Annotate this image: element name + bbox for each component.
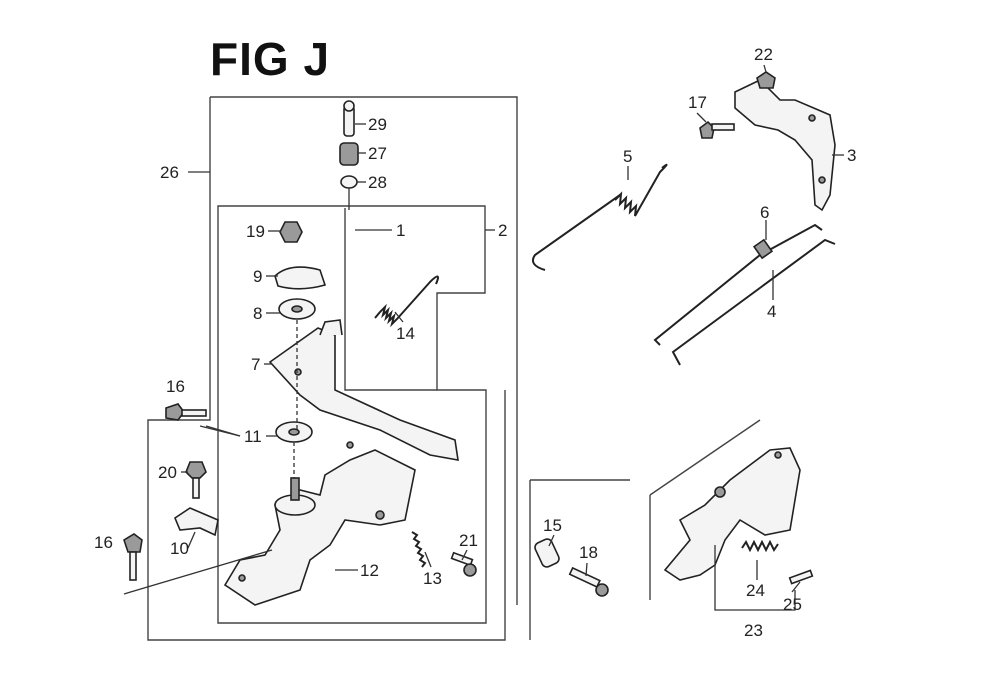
callout-8: 8 bbox=[253, 304, 262, 323]
part-22-nut bbox=[756, 71, 776, 89]
callout-7: 7 bbox=[251, 355, 260, 374]
callout-22: 22 bbox=[754, 45, 773, 64]
group-box-23 bbox=[649, 419, 761, 600]
callout-28: 28 bbox=[368, 173, 387, 192]
callout-26: 26 bbox=[160, 163, 179, 182]
callout-10: 10 bbox=[170, 539, 189, 558]
callout-1: 1 bbox=[396, 221, 405, 240]
part-23-assembly bbox=[663, 447, 801, 581]
callout-3: 3 bbox=[847, 146, 856, 165]
part-11-grommet bbox=[275, 421, 313, 443]
part-13-spring bbox=[411, 531, 427, 568]
callout-15: 15 bbox=[543, 516, 562, 535]
part-16-bolt-upper bbox=[165, 403, 207, 421]
callout-2: 2 bbox=[498, 221, 507, 240]
group-box-15-18 bbox=[529, 479, 630, 640]
callout-17: 17 bbox=[688, 93, 707, 112]
part-20-screw bbox=[185, 461, 207, 499]
callout-23: 23 bbox=[744, 621, 763, 640]
callout-27: 27 bbox=[368, 144, 387, 163]
callout-14: 14 bbox=[396, 324, 415, 343]
callout-25: 25 bbox=[783, 595, 802, 614]
callout-20: 20 bbox=[158, 463, 177, 482]
callout-21: 21 bbox=[459, 531, 478, 550]
group-box-1 bbox=[344, 208, 437, 391]
part-25-bolt bbox=[788, 569, 814, 585]
part-15-collar bbox=[534, 538, 560, 568]
callout-11: 11 bbox=[244, 427, 262, 446]
callout-5: 5 bbox=[623, 147, 632, 166]
group-box-26 bbox=[147, 96, 518, 641]
part-10-clamp bbox=[174, 507, 219, 537]
part-17-bolt bbox=[699, 120, 735, 139]
part-19-nut bbox=[279, 221, 303, 243]
callout-29: 29 bbox=[368, 115, 387, 134]
part-5-spring-rod bbox=[532, 163, 668, 271]
callout-9: 9 bbox=[253, 267, 262, 286]
callout-18: 18 bbox=[579, 543, 598, 562]
part-8-washer bbox=[278, 298, 316, 320]
callout-24: 24 bbox=[746, 581, 765, 600]
callout-12: 12 bbox=[360, 561, 379, 580]
callout-4: 4 bbox=[767, 302, 776, 321]
part-28-clip bbox=[340, 175, 358, 189]
part-14-spring bbox=[374, 275, 439, 328]
part-29-screw bbox=[343, 100, 355, 137]
part-27-nut bbox=[339, 142, 359, 166]
part-3-bracket bbox=[734, 79, 836, 212]
callout-19: 19 bbox=[246, 222, 265, 241]
part-12-control-base bbox=[223, 441, 416, 606]
part-18-bolt bbox=[568, 566, 609, 597]
figure-title: FIG J bbox=[210, 33, 331, 85]
callout-16-lower: 16 bbox=[94, 533, 113, 552]
part-6-rod bbox=[653, 223, 823, 346]
part-24-spring bbox=[741, 539, 779, 553]
callout-6: 6 bbox=[760, 203, 769, 222]
part-16-bolt-lower bbox=[123, 533, 143, 581]
callout-16-upper: 16 bbox=[166, 377, 185, 396]
part-4-rod bbox=[671, 238, 836, 366]
part-9-plate bbox=[274, 266, 327, 290]
callout-13: 13 bbox=[423, 569, 442, 588]
